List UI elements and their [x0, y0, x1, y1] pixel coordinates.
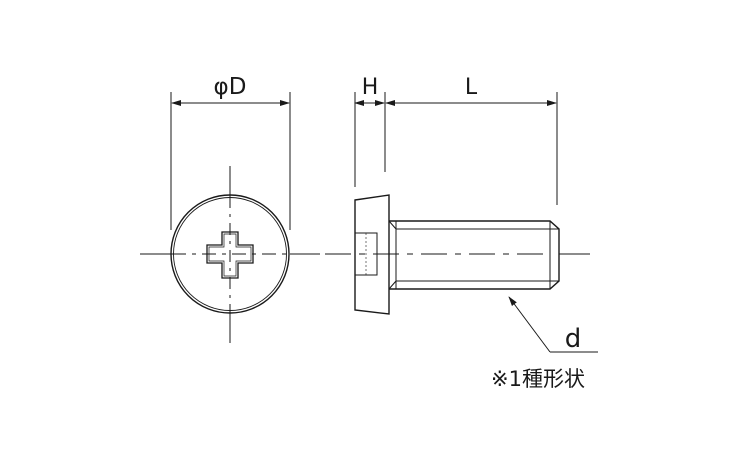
head-front-view — [170, 194, 290, 314]
diameter-label: φD — [214, 74, 247, 100]
thread-leader — [508, 296, 598, 353]
head-side-view — [354, 194, 390, 315]
dimension-h-l — [354, 92, 558, 205]
head-height-label: H — [362, 75, 379, 100]
type-note: ※1種形状 — [491, 367, 585, 391]
thread-label: d — [565, 324, 582, 354]
shank — [388, 220, 560, 290]
center-lines — [140, 166, 590, 343]
length-label: L — [465, 75, 478, 100]
phillips-recess — [206, 231, 254, 279]
dimension-diameter — [170, 92, 291, 230]
